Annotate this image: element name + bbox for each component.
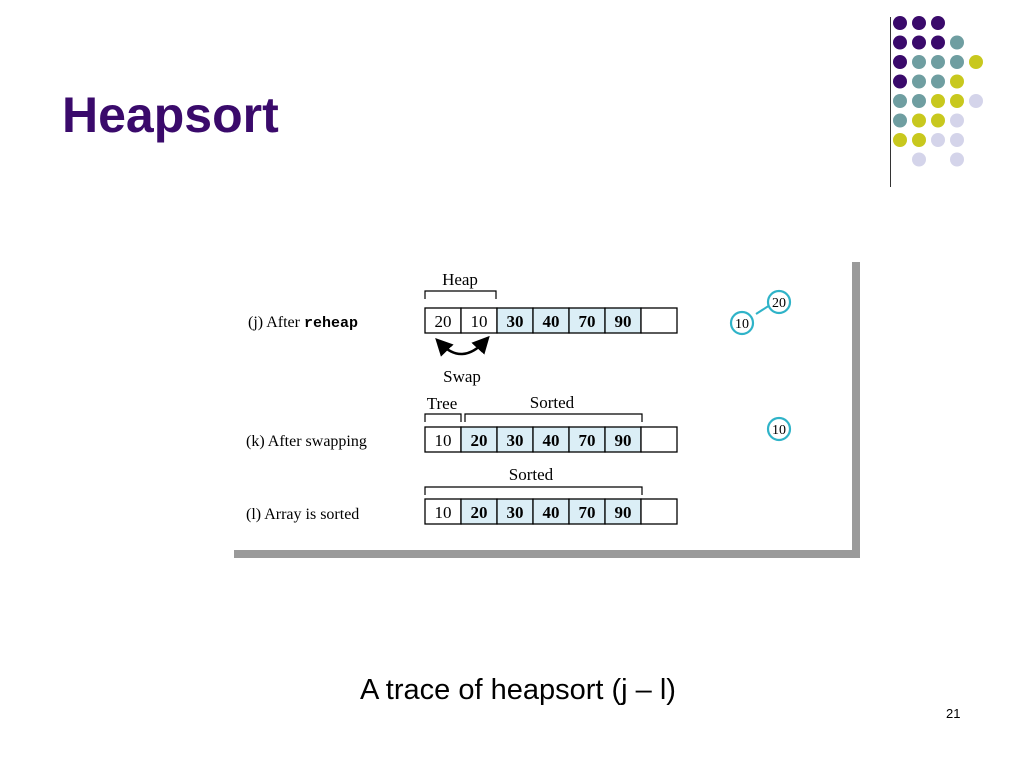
decorative-dot: [893, 55, 907, 69]
array-cell-value: 90: [615, 503, 632, 522]
array-cell-value: 20: [471, 431, 488, 450]
decorative-dot: [912, 133, 926, 147]
row-j-array: 20 10 30 40 70 90: [424, 307, 678, 334]
decorative-dot: [950, 152, 964, 167]
row-k-label: (k) After swapping: [246, 433, 367, 450]
decorative-dot: [950, 74, 964, 89]
decorative-dot: [931, 94, 945, 108]
array-cell-value: 20: [435, 312, 452, 331]
array-cell: [568, 426, 606, 453]
decorative-dot: [931, 55, 945, 69]
decorative-dot: [950, 113, 964, 128]
tree-node-label: 10: [772, 423, 786, 438]
array-cell-value: 30: [507, 503, 524, 522]
array-cell: [424, 498, 462, 525]
swap-arrow: [435, 335, 490, 357]
decorative-dot: [912, 94, 926, 108]
tree-j-edge: [755, 304, 771, 315]
tree-node: [729, 310, 755, 336]
decorative-dot: [931, 74, 945, 89]
decorative-dot: [912, 113, 926, 128]
decorative-dot: [893, 133, 907, 147]
tree-node-label: 10: [735, 317, 749, 332]
decorative-dot: [950, 133, 964, 147]
decorative-dot: [912, 16, 926, 30]
array-cell-value: 70: [579, 431, 596, 450]
row-k-array: 10 20 30 40 70 90: [424, 426, 678, 453]
tree-node-label: 20: [772, 296, 786, 311]
array-cell: [532, 498, 570, 525]
decorative-divider: [890, 17, 891, 187]
array-cell: [496, 426, 534, 453]
array-cell-value: 10: [435, 503, 452, 522]
page-number: 21: [946, 706, 961, 721]
array-cell: [424, 307, 462, 334]
tree-bracket-label: Tree: [427, 394, 458, 413]
array-cell: [496, 498, 534, 525]
array-cell-value: 10: [435, 431, 452, 450]
array-cell-value: 90: [615, 312, 632, 331]
decorative-dot: [893, 113, 907, 128]
array-cell: [604, 426, 642, 453]
decorative-dot: [969, 94, 983, 108]
heap-bracket-label: Heap: [442, 270, 478, 289]
tree-node: [766, 416, 792, 442]
decorative-dot: [912, 152, 926, 167]
array-cell-value: 90: [615, 431, 632, 450]
array-cell: [640, 426, 678, 453]
decorative-dot: [931, 35, 945, 50]
decorative-dot: [931, 16, 945, 30]
array-cell: [568, 498, 606, 525]
row-j-label: (j) After reheap: [248, 314, 358, 332]
slide-caption: A trace of heapsort (j – l): [360, 674, 676, 706]
decorative-dot: [912, 55, 926, 69]
array-cell-value: 40: [543, 312, 560, 331]
decorative-dot: [931, 113, 945, 128]
decorative-dot-grid: [893, 16, 983, 167]
heap-bracket: [424, 290, 497, 299]
array-cell: [640, 498, 678, 525]
slide-title: Heapsort: [62, 87, 279, 143]
decorative-dot: [950, 55, 964, 69]
decorative-dot: [893, 94, 907, 108]
row-l-array: 10 20 30 40 70 90: [424, 498, 678, 525]
swap-label: Swap: [443, 367, 481, 386]
tree-bracket: [424, 413, 462, 422]
tree-node: [766, 289, 792, 315]
array-cell: [424, 426, 462, 453]
sorted-bracket-k: [464, 413, 643, 422]
array-cell-value: 10: [471, 312, 488, 331]
decorative-dot: [950, 35, 964, 50]
sorted-bracket-label-l: Sorted: [509, 465, 554, 484]
array-cell: [604, 498, 642, 525]
array-cell: [568, 307, 606, 334]
decorative-dot: [912, 35, 926, 50]
array-cell: [604, 307, 642, 334]
decorative-dot: [893, 74, 907, 89]
decorative-dot: [893, 35, 907, 50]
array-cell: [532, 307, 570, 334]
array-cell-value: 70: [579, 503, 596, 522]
array-cell-value: 70: [579, 312, 596, 331]
decorative-dot: [931, 133, 945, 147]
array-cell-value: 40: [543, 431, 560, 450]
decorative-dot: [893, 16, 907, 30]
row-l-label: (l) Array is sorted: [246, 506, 359, 523]
array-cell-value: 40: [543, 503, 560, 522]
array-cell: [640, 307, 678, 334]
sorted-bracket-l: [424, 486, 643, 495]
decorative-dot: [912, 74, 926, 89]
array-cell-value: 30: [507, 312, 524, 331]
array-cell-value: 20: [471, 503, 488, 522]
sorted-bracket-label-k: Sorted: [530, 393, 575, 412]
array-cell-value: 30: [507, 431, 524, 450]
decorative-dot: [969, 55, 983, 69]
array-cell: [496, 307, 534, 334]
decorative-dot: [950, 94, 964, 108]
